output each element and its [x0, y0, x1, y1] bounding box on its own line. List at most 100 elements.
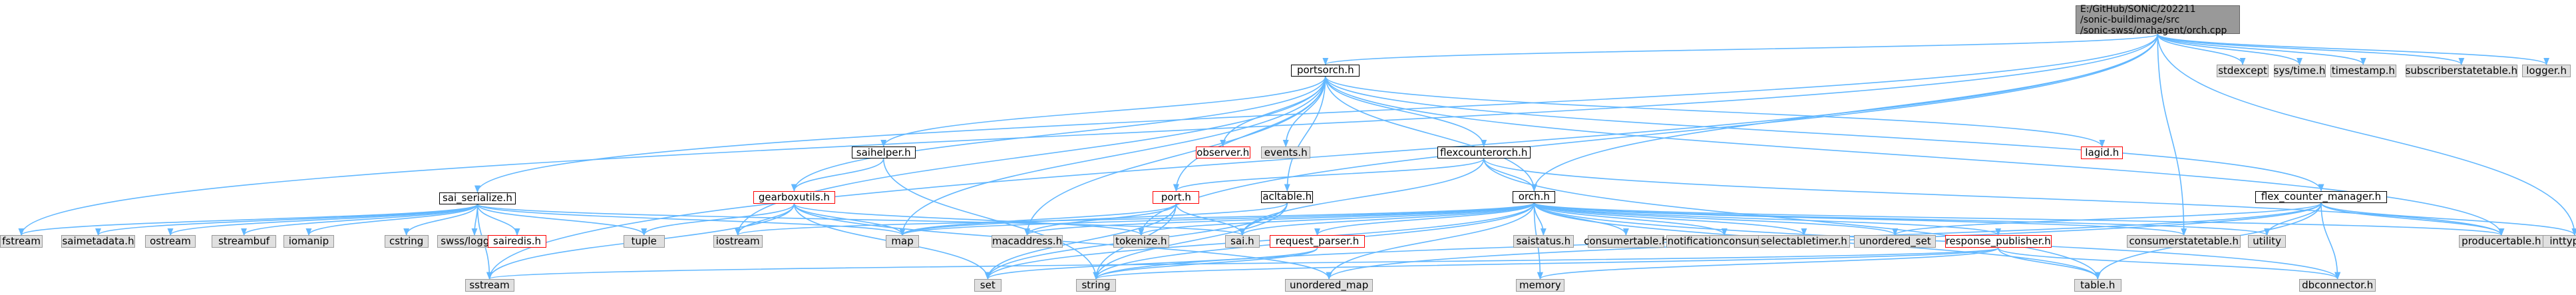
edge-resppub-string	[1093, 247, 1999, 280]
edge-portsorch-macaddress	[1024, 76, 1326, 236]
node-utility[interactable]: utility	[2247, 235, 2287, 248]
edge-flexmgr-dbconnector	[2320, 202, 2341, 280]
edge-orchh-macaddress	[1024, 202, 1535, 236]
node-resppub[interactable]: response_publisher.h	[1944, 235, 2052, 248]
node-lagid[interactable]: lagid.h	[2081, 147, 2123, 160]
node-consumerstate[interactable]: consumerstatetable.h	[2127, 235, 2241, 248]
edge-gearboxutils-tuple	[641, 203, 795, 236]
edge-gearboxutils-map	[793, 203, 906, 236]
node-selecttimer[interactable]: selectabletimer.h	[1758, 235, 1850, 248]
node-porth[interactable]: port.h	[1153, 190, 1200, 204]
node-saihelper[interactable]: saihelper.h	[851, 147, 916, 159]
edge-orchcpp-subscriber	[2157, 33, 2465, 66]
node-acltable[interactable]: acltable.h	[1261, 190, 1314, 203]
node-inttypes[interactable]: inttypes.h	[2542, 235, 2576, 248]
node-sstream[interactable]: sstream	[464, 278, 514, 292]
edge-orchh-utility	[1533, 202, 2270, 236]
node-saih[interactable]: sai.h	[1224, 235, 1260, 248]
edge-flexcounterorch-porth	[1173, 158, 1485, 192]
edge-orchcpp-systime	[2157, 33, 2302, 66]
node-ostream[interactable]: ostream	[144, 235, 196, 248]
edge-flexcounterorch-table	[1483, 158, 2101, 280]
node-notifconsumer[interactable]: notificationconsumer.h	[1666, 235, 1783, 248]
edge-acltable-map	[899, 202, 1288, 236]
edge-orchh-producertable	[1533, 202, 2504, 236]
edge-portsorch-saihelper	[880, 76, 1326, 148]
node-gearboxutils[interactable]: gearboxutils.h	[753, 190, 835, 204]
edge-orchcpp-sairedis_ser	[474, 34, 2159, 193]
edge-flexmgr-utility	[2264, 202, 2322, 236]
edge-gearboxutils-tokenize	[793, 203, 1145, 236]
node-streambuf[interactable]: streambuf	[212, 235, 277, 248]
edge-orchcpp-logger	[2157, 33, 2549, 66]
node-timestamp[interactable]: timestamp.h	[2330, 64, 2396, 78]
edge-sairedis_ser-saih	[476, 203, 1245, 236]
node-portsorch[interactable]: portsorch.h	[1291, 64, 1360, 77]
node-observer[interactable]: observer.h	[1195, 146, 1250, 159]
edge-orchcpp-inttypes	[2157, 34, 2576, 236]
node-consumertable[interactable]: consumertable.h	[1584, 235, 1668, 248]
node-events[interactable]: events.h	[1261, 147, 1311, 159]
edge-flexmgr-inttypes	[2320, 202, 2576, 236]
node-dbconnector[interactable]: dbconnector.h	[2299, 278, 2376, 292]
edge-orchcpp-sstream	[486, 34, 2159, 280]
edge-resppub-table	[1997, 248, 2101, 280]
edge-orchcpp-portsorch	[1322, 33, 2159, 66]
node-tuple[interactable]: tuple	[623, 235, 665, 248]
node-tokenize[interactable]: tokenize.h	[1113, 235, 1170, 248]
node-string[interactable]: string	[1076, 278, 1116, 292]
edge-sairedis_ser-sairedish	[476, 204, 520, 236]
edge-orchh-resppub	[1533, 202, 2001, 236]
node-iomanip[interactable]: iomanip	[283, 235, 335, 248]
node-flexcounterorch[interactable]: flexcounterorch.h	[1437, 147, 1531, 159]
edge-portsorch-flexmgr	[1325, 76, 2324, 192]
node-macaddress[interactable]: macaddress.h	[992, 235, 1063, 248]
node-unordset[interactable]: unordered_set	[1854, 235, 1936, 248]
edge-orchh-set	[984, 202, 1535, 280]
edge-portsorch-acltable	[1284, 76, 1326, 192]
edge-orchh-saih	[1239, 202, 1535, 236]
edge-sairedis_ser-saimetadata	[95, 203, 478, 236]
node-memory[interactable]: memory	[1516, 278, 1564, 292]
edge-orchcpp-stdexcept	[2157, 33, 2246, 66]
edge-flexmgr-unordset	[1892, 202, 2322, 236]
node-unordmap[interactable]: unordered_map	[1285, 278, 1373, 292]
node-logger[interactable]: logger.h	[2522, 64, 2571, 78]
edge-orchh-iostream	[735, 202, 1535, 236]
node-fstream[interactable]: fstream	[0, 235, 43, 248]
node-sairedis_ser[interactable]: sai_serialize.h	[439, 192, 516, 204]
edge-flexcounterorch-saih	[1239, 158, 1485, 236]
node-subscriber[interactable]: subscriberstatetable.h	[2405, 64, 2518, 78]
edge-portsorch-flexcounterorch	[1325, 76, 1487, 148]
edge-orchcpp-timestamp	[2157, 33, 2366, 66]
edge-flexmgr-producertable	[2320, 202, 2505, 236]
node-map[interactable]: map	[886, 235, 919, 248]
node-producertable[interactable]: producertable.h	[2459, 235, 2544, 248]
edge-orchh-unordmap	[1326, 202, 1535, 280]
node-table[interactable]: table.h	[2074, 278, 2122, 292]
node-flexmgr[interactable]: flex_counter_manager.h	[2255, 190, 2387, 203]
edge-portsorch-porth	[1173, 76, 1326, 192]
node-systime[interactable]: sys/time.h	[2273, 64, 2326, 78]
node-saimetadata[interactable]: saimetadata.h	[61, 235, 135, 248]
edge-orchcpp-consumerstate	[2157, 34, 2187, 236]
node-saistatus[interactable]: saistatus.h	[1513, 235, 1574, 248]
node-sairedish[interactable]: sairedis.h	[488, 235, 547, 248]
edge-orchh-selecttimer	[1533, 202, 1807, 236]
node-set[interactable]: set	[974, 278, 1002, 292]
edge-sairedis_ser-ostream	[167, 203, 478, 236]
node-orchcpp: E:/GitHub/SONiC/202211 /sonic-buildimage…	[2075, 4, 2240, 36]
node-cstring[interactable]: cstring	[384, 235, 429, 248]
edge-orchh-map	[899, 202, 1535, 236]
edge-portsorch-map	[899, 76, 1326, 236]
edge-resppub-dbconnector	[1997, 247, 2340, 280]
node-reqparser[interactable]: request_parser.h	[1269, 235, 1366, 248]
edge-sairedis_ser-tuple	[476, 204, 647, 236]
edge-resppub-memory	[1537, 247, 1999, 280]
node-iostream[interactable]: iostream	[713, 235, 763, 248]
node-stdexcept[interactable]: stdexcept	[2217, 64, 2269, 78]
node-orchh[interactable]: orch.h	[1513, 190, 1556, 203]
edge-sairedis_ser-cstring	[403, 204, 478, 236]
edge-flexcounterorch-producertable	[1483, 158, 2505, 236]
